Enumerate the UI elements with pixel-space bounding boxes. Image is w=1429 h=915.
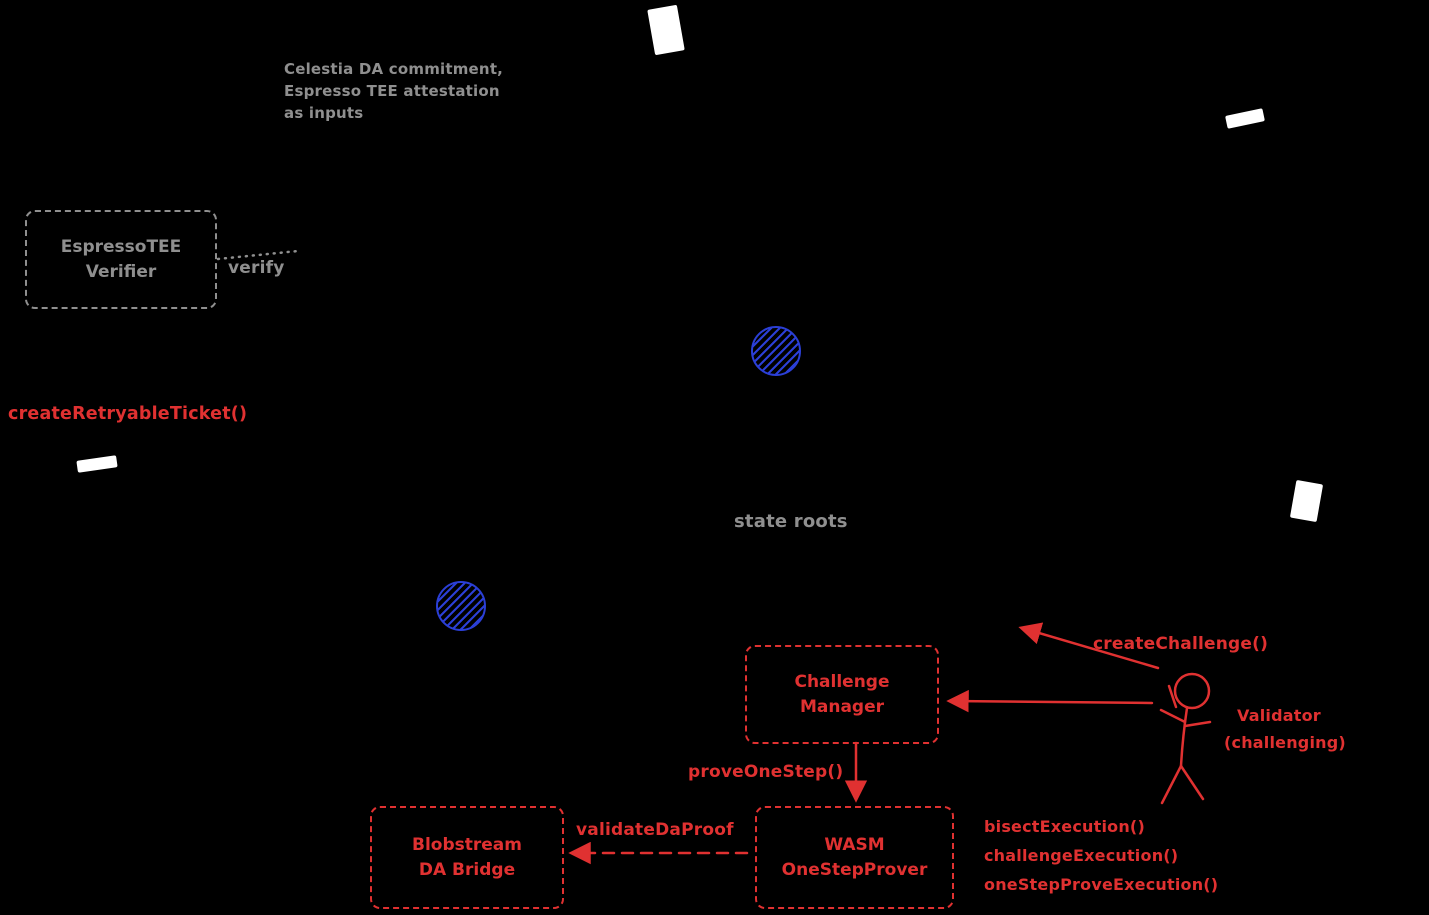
challenge-calls-list: bisectExecution() challengeExecution() o… xyxy=(984,812,1218,899)
ethereum-icon xyxy=(436,581,486,631)
blobstream-da-bridge-box: Blobstream DA Bridge xyxy=(370,806,564,909)
paper-fragment-icon xyxy=(1225,108,1265,129)
paper-fragment-icon xyxy=(647,4,685,56)
challenge-execution-label: challengeExecution() xyxy=(984,846,1179,865)
verify-label: verify xyxy=(228,258,285,278)
prove-one-step-label: proveOneStep() xyxy=(688,762,844,782)
one-step-prove-execution-label: oneStepProveExecution() xyxy=(984,875,1219,894)
validate-da-proof-label: validateDaProof xyxy=(576,820,734,840)
espresso-tee-verifier-label-line1: EspressoTEE xyxy=(60,236,182,257)
stick-figure-hand-item xyxy=(1167,684,1178,709)
validator-label-line2: (challenging) xyxy=(1224,733,1346,752)
create-retryable-ticket-label: createRetryableTicket() xyxy=(8,404,248,424)
wasm-one-step-prover-label-line2: OneStepProver xyxy=(781,859,928,880)
validator-stick-figure-icon xyxy=(1159,672,1212,805)
stick-figure-body xyxy=(1179,706,1189,768)
validator-to-challenge-manager-arrow xyxy=(946,689,1154,713)
stick-figure-head xyxy=(1173,672,1211,710)
celestia-da-note: Celestia DA commitment, Espresso TEE att… xyxy=(284,58,503,124)
validator-label-line1: Validator xyxy=(1237,706,1321,725)
challenge-manager-box: Challenge Manager xyxy=(745,645,939,744)
wasm-one-step-prover-label-line1: WASM xyxy=(824,834,885,855)
stick-figure-leg-left xyxy=(1160,764,1183,805)
espresso-tee-verifier-label-line2: Verifier xyxy=(85,261,157,282)
espresso-tee-verifier-box: EspressoTEE Verifier xyxy=(25,210,217,309)
stick-figure-leg-right xyxy=(1179,764,1205,801)
wasm-one-step-prover-box: WASM OneStepProver xyxy=(755,806,954,909)
stick-figure-arm-right xyxy=(1183,720,1212,728)
bisect-execution-label: bisectExecution() xyxy=(984,817,1145,836)
celestia-da-note-line2: Espresso TEE attestation xyxy=(284,82,500,100)
challenge-manager-label-line1: Challenge xyxy=(794,671,890,692)
celestia-da-note-line1: Celestia DA commitment, xyxy=(284,60,504,78)
blobstream-da-bridge-label-line1: Blobstream xyxy=(412,834,522,855)
ethereum-icon xyxy=(751,326,801,376)
state-roots-label: state roots xyxy=(734,511,848,532)
stick-figure-arm-left xyxy=(1159,708,1187,724)
blobstream-da-bridge-label-line2: DA Bridge xyxy=(418,859,516,880)
celestia-da-note-line3: as inputs xyxy=(284,104,364,122)
challenge-manager-label-line2: Manager xyxy=(799,696,885,717)
paper-fragment-icon xyxy=(1289,479,1324,523)
create-challenge-label: createChallenge() xyxy=(1093,634,1269,654)
paper-fragment-icon xyxy=(76,455,118,473)
